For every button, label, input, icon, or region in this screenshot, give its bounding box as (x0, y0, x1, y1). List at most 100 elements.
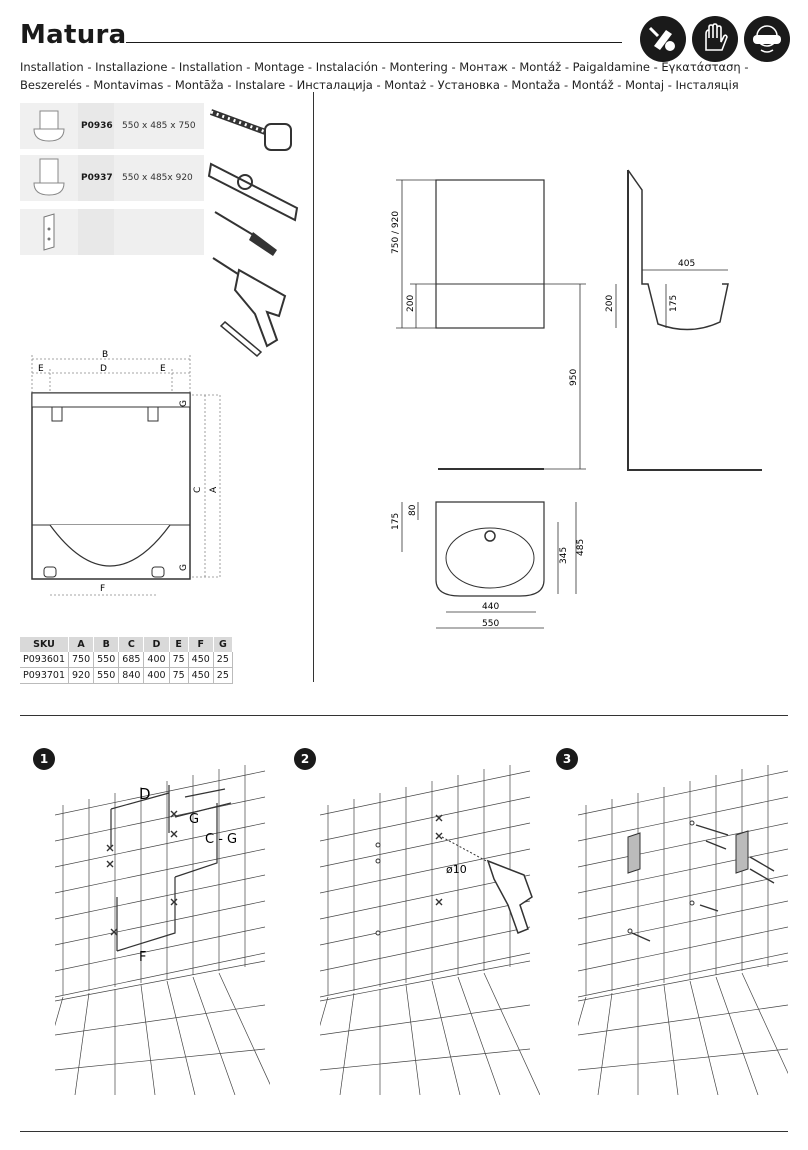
table-cell: P093701 (20, 667, 69, 684)
step1-label-CG: C - G (205, 832, 237, 847)
page-title: Matura (20, 20, 127, 50)
screwdriver-icon (214, 211, 277, 256)
product-code: P0937 (78, 155, 114, 201)
pencil-icon (219, 320, 263, 358)
tile-grid (320, 765, 540, 1095)
wall-bracket-icon (735, 830, 749, 874)
dim-440: 440 (482, 602, 499, 612)
step2-drill-diameter: ø10 (446, 863, 467, 876)
label-D: D (100, 364, 107, 374)
side-view: 405 200 175 (605, 169, 762, 471)
table-cell: 75 (169, 652, 189, 668)
label-B: B (102, 350, 108, 360)
page-subtitle: Installation - Installazione - Installat… (20, 60, 749, 92)
product-code (78, 209, 114, 255)
table-header-cell: D (143, 637, 170, 652)
drill-marks (106, 810, 178, 936)
dim-485: 485 (576, 539, 586, 556)
dim-rim: 200 (605, 295, 615, 312)
tile-grid (578, 765, 788, 1095)
table-header-cell: E (169, 637, 189, 652)
table-header-cell: SKU (20, 637, 69, 652)
product-dimensions: 550 x 485x 920 (114, 155, 204, 201)
product-row-p0937: P0937 550 x 485x 920 (20, 155, 204, 201)
step-number-1: 1 (33, 748, 55, 770)
table-header-cell: F (188, 637, 214, 652)
table-header-cell: B (93, 637, 120, 652)
hammer-drill-warning-icon (640, 16, 686, 62)
product-code: P0936 (78, 103, 114, 149)
product-row-p0936: P0936 550 x 485 x 750 (20, 103, 204, 149)
dim-bowl: 175 (669, 295, 679, 312)
dim-height-total: 750 / 920 (391, 211, 401, 254)
title-rule (126, 42, 622, 43)
table-cell: 550 (93, 652, 120, 668)
step1-label-D: D (139, 785, 151, 803)
step-1-illustration: D G C - G F (55, 765, 270, 1095)
dim-175: 175 (391, 513, 401, 530)
gloves-icon (692, 16, 738, 62)
table-cell: 750 (68, 652, 95, 668)
table-cell: 25 (213, 652, 233, 668)
step-2-illustration: ø10 (320, 765, 540, 1095)
label-F: F (100, 584, 105, 594)
drill-marks (435, 814, 443, 906)
step1-label-G: G (189, 812, 199, 827)
top-view: 175 80 345 485 440 550 (391, 501, 586, 629)
table-cell: 400 (143, 667, 170, 684)
section-divider (313, 92, 314, 682)
wall-bracket-icon (627, 832, 641, 874)
section-rule (20, 715, 788, 716)
table-cell: 75 (169, 667, 189, 684)
label-A: A (209, 486, 219, 493)
label-C: C (193, 487, 203, 493)
table-header-cell: C (118, 637, 145, 652)
drill-icon (486, 859, 533, 934)
label-G-top: G (179, 400, 189, 407)
table-cell: 550 (93, 667, 120, 684)
dim-80: 80 (408, 504, 418, 516)
product-dimensions (114, 209, 204, 255)
basin-low-icon (20, 103, 78, 149)
footer-rule (20, 1131, 788, 1132)
step1-label-F: F (139, 950, 146, 965)
table-cell: P093601 (20, 652, 69, 668)
label-E-left: E (38, 364, 44, 374)
dim-floor-height: 950 (569, 369, 579, 386)
table-cell: 25 (213, 667, 233, 684)
safety-goggles-icon (744, 16, 790, 62)
tile-grid (55, 765, 270, 1095)
step-3-illustration (578, 765, 788, 1095)
front-view: 750 / 920 200 950 (391, 179, 586, 470)
dim-345: 345 (559, 547, 569, 564)
label-E-right: E (160, 364, 166, 374)
dim-depth: 405 (678, 259, 695, 269)
basin-high-icon (20, 155, 78, 201)
dim-550: 550 (482, 619, 499, 629)
label-G-bottom: G (179, 564, 189, 571)
table-cell: 840 (118, 667, 145, 684)
product-row-bracket (20, 209, 204, 255)
wall-bracket-icon (20, 209, 78, 255)
tools-illustration (207, 109, 299, 358)
step-number-3: 3 (556, 748, 578, 770)
product-dimension-drawings: 750 / 920 200 950 405 200 175 175 80 345 (391, 169, 762, 629)
spirit-level-icon (207, 162, 299, 222)
tape-measure-icon (209, 109, 292, 151)
product-dimensions: 550 x 485 x 750 (114, 103, 204, 149)
table-cell: 685 (118, 652, 145, 668)
step-number-2: 2 (294, 748, 316, 770)
dim-height-lower: 200 (406, 295, 416, 312)
table-cell: 450 (188, 667, 214, 684)
drill-icon (212, 257, 287, 348)
table-header-cell: A (68, 637, 95, 652)
table-cell: 450 (188, 652, 214, 668)
table-cell: 400 (143, 652, 170, 668)
screw-icons (631, 824, 775, 942)
table-header-cell: G (213, 637, 233, 652)
